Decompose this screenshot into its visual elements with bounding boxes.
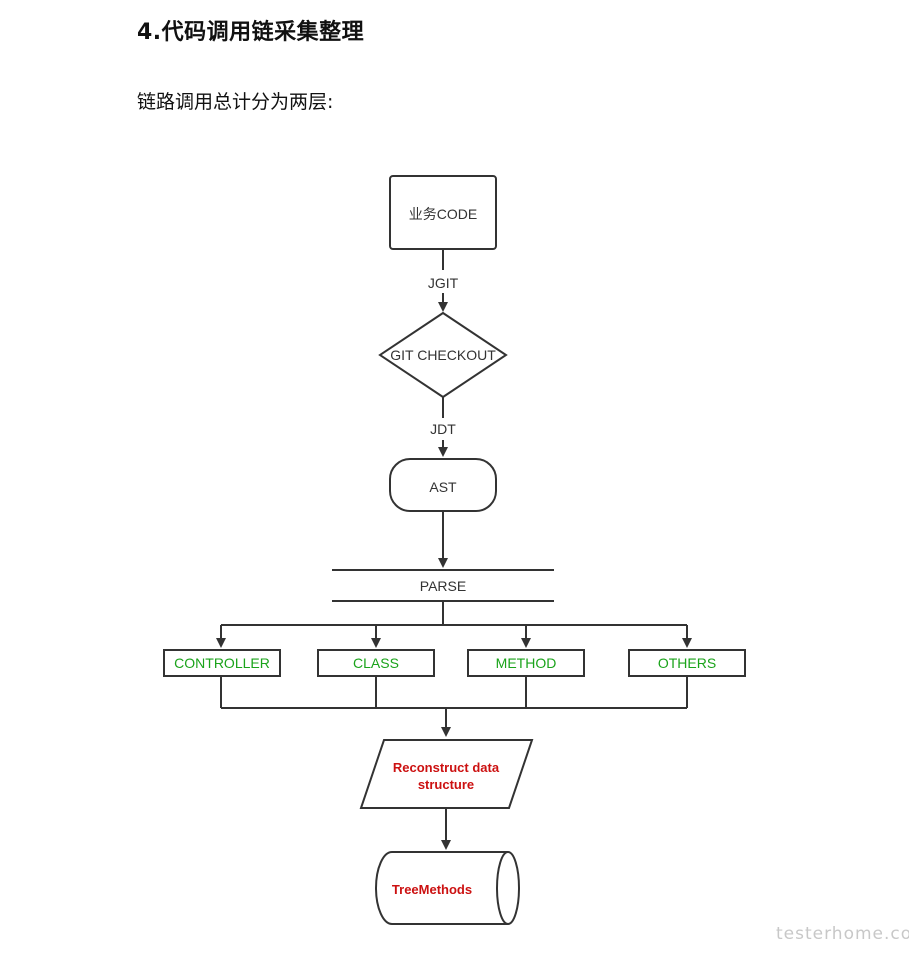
node-tree-methods: TreeMethods bbox=[375, 851, 520, 925]
node-business-code: 业务CODE bbox=[389, 175, 497, 250]
node-class-label: CLASS bbox=[353, 655, 399, 671]
node-reconstruct-label-line2: structure bbox=[418, 777, 474, 792]
node-method: METHOD bbox=[467, 649, 585, 677]
edge-label-jdt: JDT bbox=[430, 421, 456, 437]
intro-text: 链路调用总计分为两层: bbox=[137, 91, 334, 113]
node-ast-label: AST bbox=[429, 479, 457, 495]
node-controller-label: CONTROLLER bbox=[174, 655, 270, 671]
node-parse-label: PARSE bbox=[420, 578, 466, 594]
fanout-connectors bbox=[216, 601, 692, 648]
node-others: OTHERS bbox=[628, 649, 746, 677]
node-method-label: METHOD bbox=[496, 655, 557, 671]
node-class: CLASS bbox=[317, 649, 435, 677]
node-others-label: OTHERS bbox=[658, 655, 716, 671]
watermark: testerhome.com bbox=[776, 924, 909, 944]
node-reconstruct-label-line1: Reconstruct data bbox=[393, 760, 500, 775]
node-controller: CONTROLLER bbox=[163, 649, 281, 677]
node-parse: PARSE bbox=[332, 569, 554, 602]
node-reconstruct: Reconstruct data structure bbox=[359, 739, 534, 809]
node-git-checkout-label: GIT CHECKOUT bbox=[390, 347, 496, 363]
fanin-connectors bbox=[220, 676, 688, 737]
node-business-code-label: 业务CODE bbox=[409, 206, 477, 222]
node-tree-methods-label: TreeMethods bbox=[392, 882, 472, 897]
edge-label-jgit: JGIT bbox=[428, 275, 459, 291]
node-git-checkout: GIT CHECKOUT bbox=[378, 311, 508, 399]
section-heading: 4.代码调用链采集整理 bbox=[137, 20, 365, 45]
node-ast: AST bbox=[389, 458, 497, 512]
